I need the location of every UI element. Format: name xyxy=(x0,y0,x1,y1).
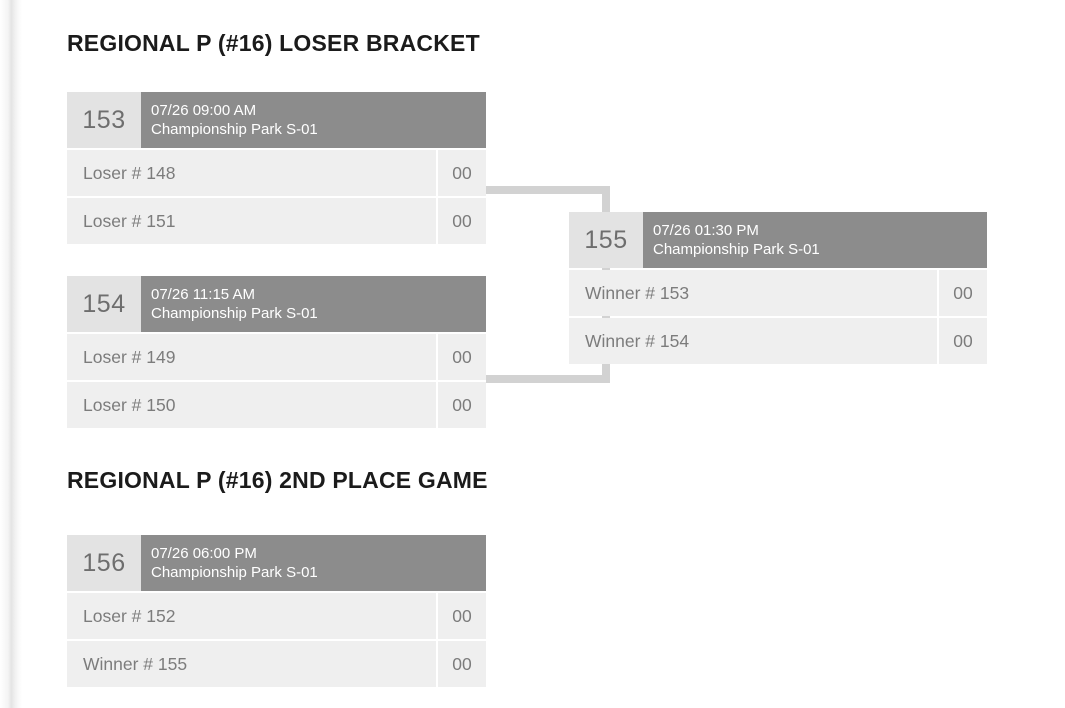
game-venue: Championship Park S-01 xyxy=(653,241,820,258)
team-score[interactable]: 00 xyxy=(438,198,486,244)
table-row[interactable]: Loser # 152 00 xyxy=(67,593,486,639)
game-card-header: 153 07/26 09:00 AM Championship Park S-0… xyxy=(67,92,486,148)
game-card-153[interactable]: 153 07/26 09:00 AM Championship Park S-0… xyxy=(67,92,486,244)
team-name: Loser # 148 xyxy=(67,150,436,196)
game-header-info: 07/26 06:00 PM Championship Park S-01 xyxy=(141,535,486,591)
team-name: Winner # 155 xyxy=(67,641,436,687)
page-title-second-place-game: REGIONAL P (#16) 2ND PLACE GAME xyxy=(67,467,488,493)
team-name: Loser # 150 xyxy=(67,382,436,428)
game-time: 07/26 01:30 PM xyxy=(653,221,759,239)
game-header-info: 07/26 11:15 AM Championship Park S-01 xyxy=(141,276,486,332)
game-card-155[interactable]: 155 07/26 01:30 PM Championship Park S-0… xyxy=(569,212,987,364)
table-row[interactable]: Loser # 149 00 xyxy=(67,334,486,380)
team-score[interactable]: 00 xyxy=(438,150,486,196)
team-score[interactable]: 00 xyxy=(438,334,486,380)
game-card-header: 154 07/26 11:15 AM Championship Park S-0… xyxy=(67,276,486,332)
game-card-header: 156 07/26 06:00 PM Championship Park S-0… xyxy=(67,535,486,591)
table-row[interactable]: Loser # 150 00 xyxy=(67,382,486,428)
game-venue: Championship Park S-01 xyxy=(151,564,318,581)
connector-top-horizontal xyxy=(486,186,610,194)
table-row[interactable]: Winner # 154 00 xyxy=(569,318,987,364)
game-card-header: 155 07/26 01:30 PM Championship Park S-0… xyxy=(569,212,987,268)
team-score[interactable]: 00 xyxy=(438,641,486,687)
team-name: Winner # 154 xyxy=(569,318,937,364)
table-row[interactable]: Winner # 155 00 xyxy=(67,641,486,687)
team-score[interactable]: 00 xyxy=(939,318,987,364)
team-name: Winner # 153 xyxy=(569,270,937,316)
game-card-154[interactable]: 154 07/26 11:15 AM Championship Park S-0… xyxy=(67,276,486,428)
team-score[interactable]: 00 xyxy=(438,593,486,639)
game-time: 07/26 09:00 AM xyxy=(151,101,257,119)
team-name: Loser # 151 xyxy=(67,198,436,244)
connector-bottom-horizontal xyxy=(486,375,610,383)
page-title-loser-bracket: REGIONAL P (#16) LOSER BRACKET xyxy=(67,30,480,56)
game-number: 155 xyxy=(569,212,643,268)
game-header-info: 07/26 01:30 PM Championship Park S-01 xyxy=(643,212,987,268)
team-score[interactable]: 00 xyxy=(939,270,987,316)
table-row[interactable]: Loser # 151 00 xyxy=(67,198,486,244)
game-number: 154 xyxy=(67,276,141,332)
table-row[interactable]: Loser # 148 00 xyxy=(67,150,486,196)
game-time: 07/26 11:15 AM xyxy=(151,285,255,303)
game-header-info: 07/26 09:00 AM Championship Park S-01 xyxy=(141,92,486,148)
game-venue: Championship Park S-01 xyxy=(151,121,318,138)
team-score[interactable]: 00 xyxy=(438,382,486,428)
game-card-156[interactable]: 156 07/26 06:00 PM Championship Park S-0… xyxy=(67,535,486,687)
game-venue: Championship Park S-01 xyxy=(151,305,318,322)
team-name: Loser # 152 xyxy=(67,593,436,639)
game-number: 156 xyxy=(67,535,141,591)
game-time: 07/26 06:00 PM xyxy=(151,544,257,562)
team-name: Loser # 149 xyxy=(67,334,436,380)
table-row[interactable]: Winner # 153 00 xyxy=(569,270,987,316)
game-number: 153 xyxy=(67,92,141,148)
